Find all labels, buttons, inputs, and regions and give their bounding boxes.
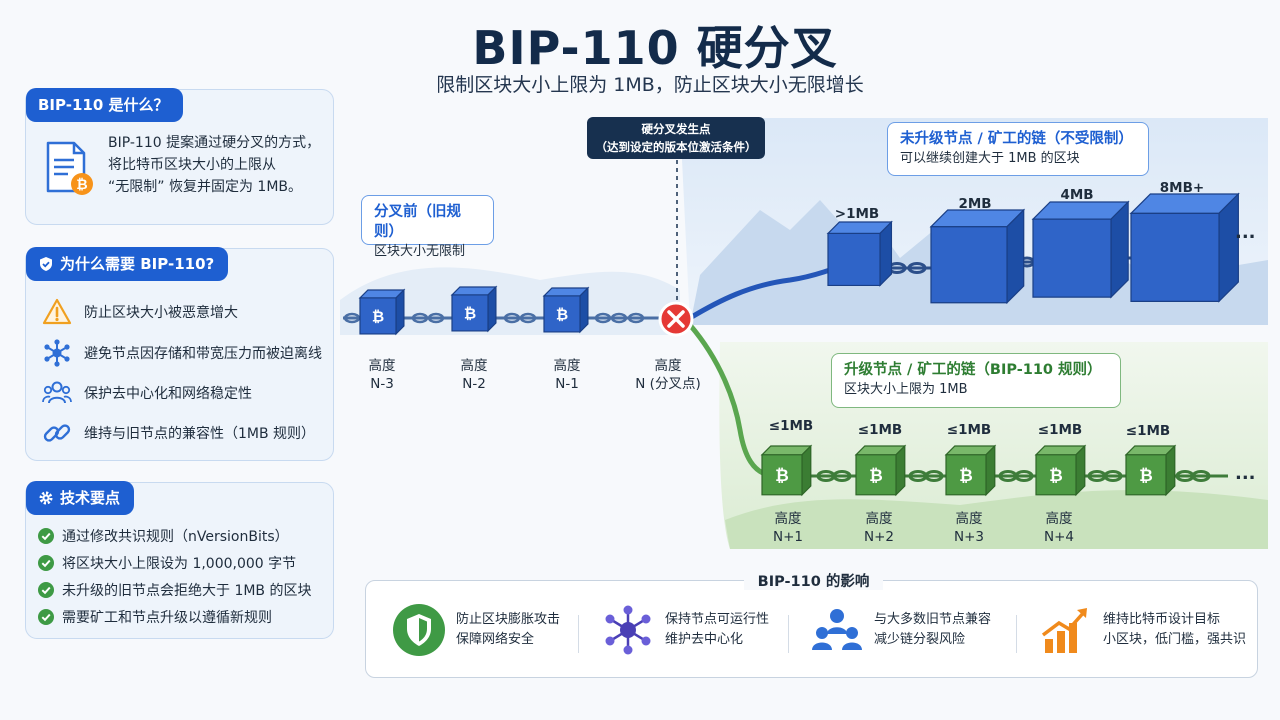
impact-item: 维持比特币设计目标小区块，低门槛，强共识	[1039, 603, 1246, 657]
old-block-size-label: 8MB+	[1159, 180, 1205, 196]
tech-item: 需要矿工和节点升级以遵循新规则	[38, 607, 272, 627]
what-card-heading: BIP-110 是什么？	[26, 88, 183, 122]
new-chain-ellipsis: ...	[1235, 463, 1256, 484]
old-block-size-label: >1MB	[834, 206, 880, 222]
bitcoin-icon: ₿	[372, 308, 384, 326]
new-block-size-label: ≤1MB	[946, 422, 992, 438]
block-cube: ₿	[542, 286, 590, 334]
old-chain-blocks	[826, 192, 1240, 305]
old-chain-ellipsis: ...	[1235, 222, 1256, 243]
why-item: 保护去中心化和网络稳定性	[42, 378, 252, 408]
new-block-size-label: ≤1MB	[768, 418, 814, 434]
large-block-cube	[826, 220, 893, 287]
limited-block-cube: ₿	[944, 444, 997, 497]
bitcoin-icon: ₿	[1139, 465, 1153, 485]
large-block-cube	[1129, 192, 1240, 303]
block-cube: ₿	[358, 288, 406, 336]
what-card-body: BIP-110 提案通过硬分叉的方式， 将比特币区块大小的上限从 “无限制” 恢…	[108, 135, 321, 195]
page-title: BIP-110 硬分叉	[472, 21, 838, 75]
limited-block-cube: ₿	[1124, 444, 1177, 497]
svg-text:₿: ₿	[76, 177, 87, 193]
check-circle-icon	[38, 582, 54, 598]
new-chain-callout: 升级节点 / 矿工的链（BIP-110 规则） 区块大小上限为 1MB	[831, 353, 1121, 408]
check-circle-icon	[38, 555, 54, 571]
block-cube: ₿	[450, 285, 498, 333]
pre-fork-blocks: ₿ ₿ ₿	[358, 285, 590, 336]
check-circle-icon	[38, 528, 54, 544]
new-block-size-label: ≤1MB	[1037, 422, 1083, 438]
bitcoin-icon: ₿	[464, 305, 476, 323]
impact-heading: BIP-110 的影响	[743, 574, 884, 590]
bitcoin-icon: ₿	[959, 465, 973, 485]
impact-item: 防止区块膨胀攻击保障网络安全	[392, 603, 560, 657]
new-chain-hills	[725, 490, 1268, 549]
hub-icon	[605, 605, 651, 655]
pre-fork-chain-link-rings	[343, 312, 645, 324]
old-block-size-label: 4MB	[1060, 187, 1094, 203]
tech-item: 通过修改共识规则（nVersionBits）	[38, 526, 289, 546]
warning-icon	[42, 298, 72, 325]
bitcoin-document-icon: ₿	[46, 141, 93, 195]
fork-point-label: 硬分叉发生点 （达到设定的版本位激活条件）	[587, 117, 765, 159]
limited-block-cube: ₿	[854, 444, 907, 497]
bitcoin-icon: ₿	[775, 465, 789, 485]
network-icon	[44, 339, 70, 367]
what-card: BIP-110 是什么？ ₿ BIP-110 提案通过硬分叉的方式， 将比特币区…	[25, 88, 334, 225]
impact-divider	[1016, 615, 1017, 653]
why-item: 防止区块大小被恶意增大	[42, 297, 238, 327]
group-icon	[812, 609, 862, 650]
bitcoin-icon: ₿	[556, 306, 568, 324]
gear-icon	[39, 491, 53, 505]
impact-panel: BIP-110 的影响 防止区块膨胀攻击保障网络安全 保持节点可运行性维护去中心…	[365, 574, 1258, 678]
impact-divider	[788, 615, 789, 653]
pre-fork-callout: 分叉前（旧规则） 区块大小无限制	[361, 195, 494, 259]
tech-card-heading: 技术要点	[26, 481, 135, 515]
impact-item: 保持节点可运行性维护去中心化	[601, 603, 769, 657]
tech-item: 未升级的旧节点会拒绝大于 1MB 的区块	[38, 580, 312, 600]
limited-block-cube: ₿	[760, 444, 813, 497]
shield-icon	[393, 604, 445, 656]
growth-chart-icon	[1041, 608, 1087, 653]
tech-item: 将区块大小上限设为 1,000,000 字节	[38, 553, 296, 573]
large-block-cube	[1031, 200, 1130, 299]
tech-card: 技术要点 通过修改共识规则（nVersionBits） 将区块大小上限设为 1,…	[25, 481, 334, 639]
users-icon	[42, 381, 72, 404]
impact-item: 与大多数旧节点兼容减少链分裂风险	[810, 603, 991, 657]
large-block-cube	[929, 208, 1026, 305]
check-circle-icon	[38, 609, 54, 625]
page-subtitle: 限制区块大小上限为 1MB，防止区块大小无限增长	[436, 74, 864, 96]
why-item: 避免节点因存储和带宽压力而被迫离线	[42, 338, 322, 368]
old-branch-curve	[688, 267, 831, 321]
shield-check-icon	[40, 257, 52, 271]
why-card: 为什么需要 BIP-110? 防止区块大小被恶意增大 避免节点因存储和带宽压力而…	[25, 247, 334, 461]
new-chain-blocks: ₿ ₿ ₿ ₿ ₿	[760, 444, 1177, 497]
bitcoin-icon: ₿	[1049, 465, 1063, 485]
new-branch-curve	[688, 323, 767, 477]
link-icon	[43, 424, 71, 442]
bitcoin-icon: ₿	[869, 465, 883, 485]
why-card-heading: 为什么需要 BIP-110?	[26, 247, 229, 281]
old-chain-callout: 未升级节点 / 矿工的链（不受限制） 可以继续创建大于 1MB 的区块	[887, 122, 1149, 176]
limited-block-cube: ₿	[1034, 444, 1087, 497]
old-block-size-label: 2MB	[958, 196, 992, 212]
new-block-size-label: ≤1MB	[1125, 423, 1171, 439]
new-block-size-label: ≤1MB	[857, 422, 903, 438]
fork-point-marker	[658, 301, 694, 337]
why-item: 维持与旧节点的兼容性（1MB 规则）	[42, 418, 315, 448]
impact-divider	[578, 615, 579, 653]
